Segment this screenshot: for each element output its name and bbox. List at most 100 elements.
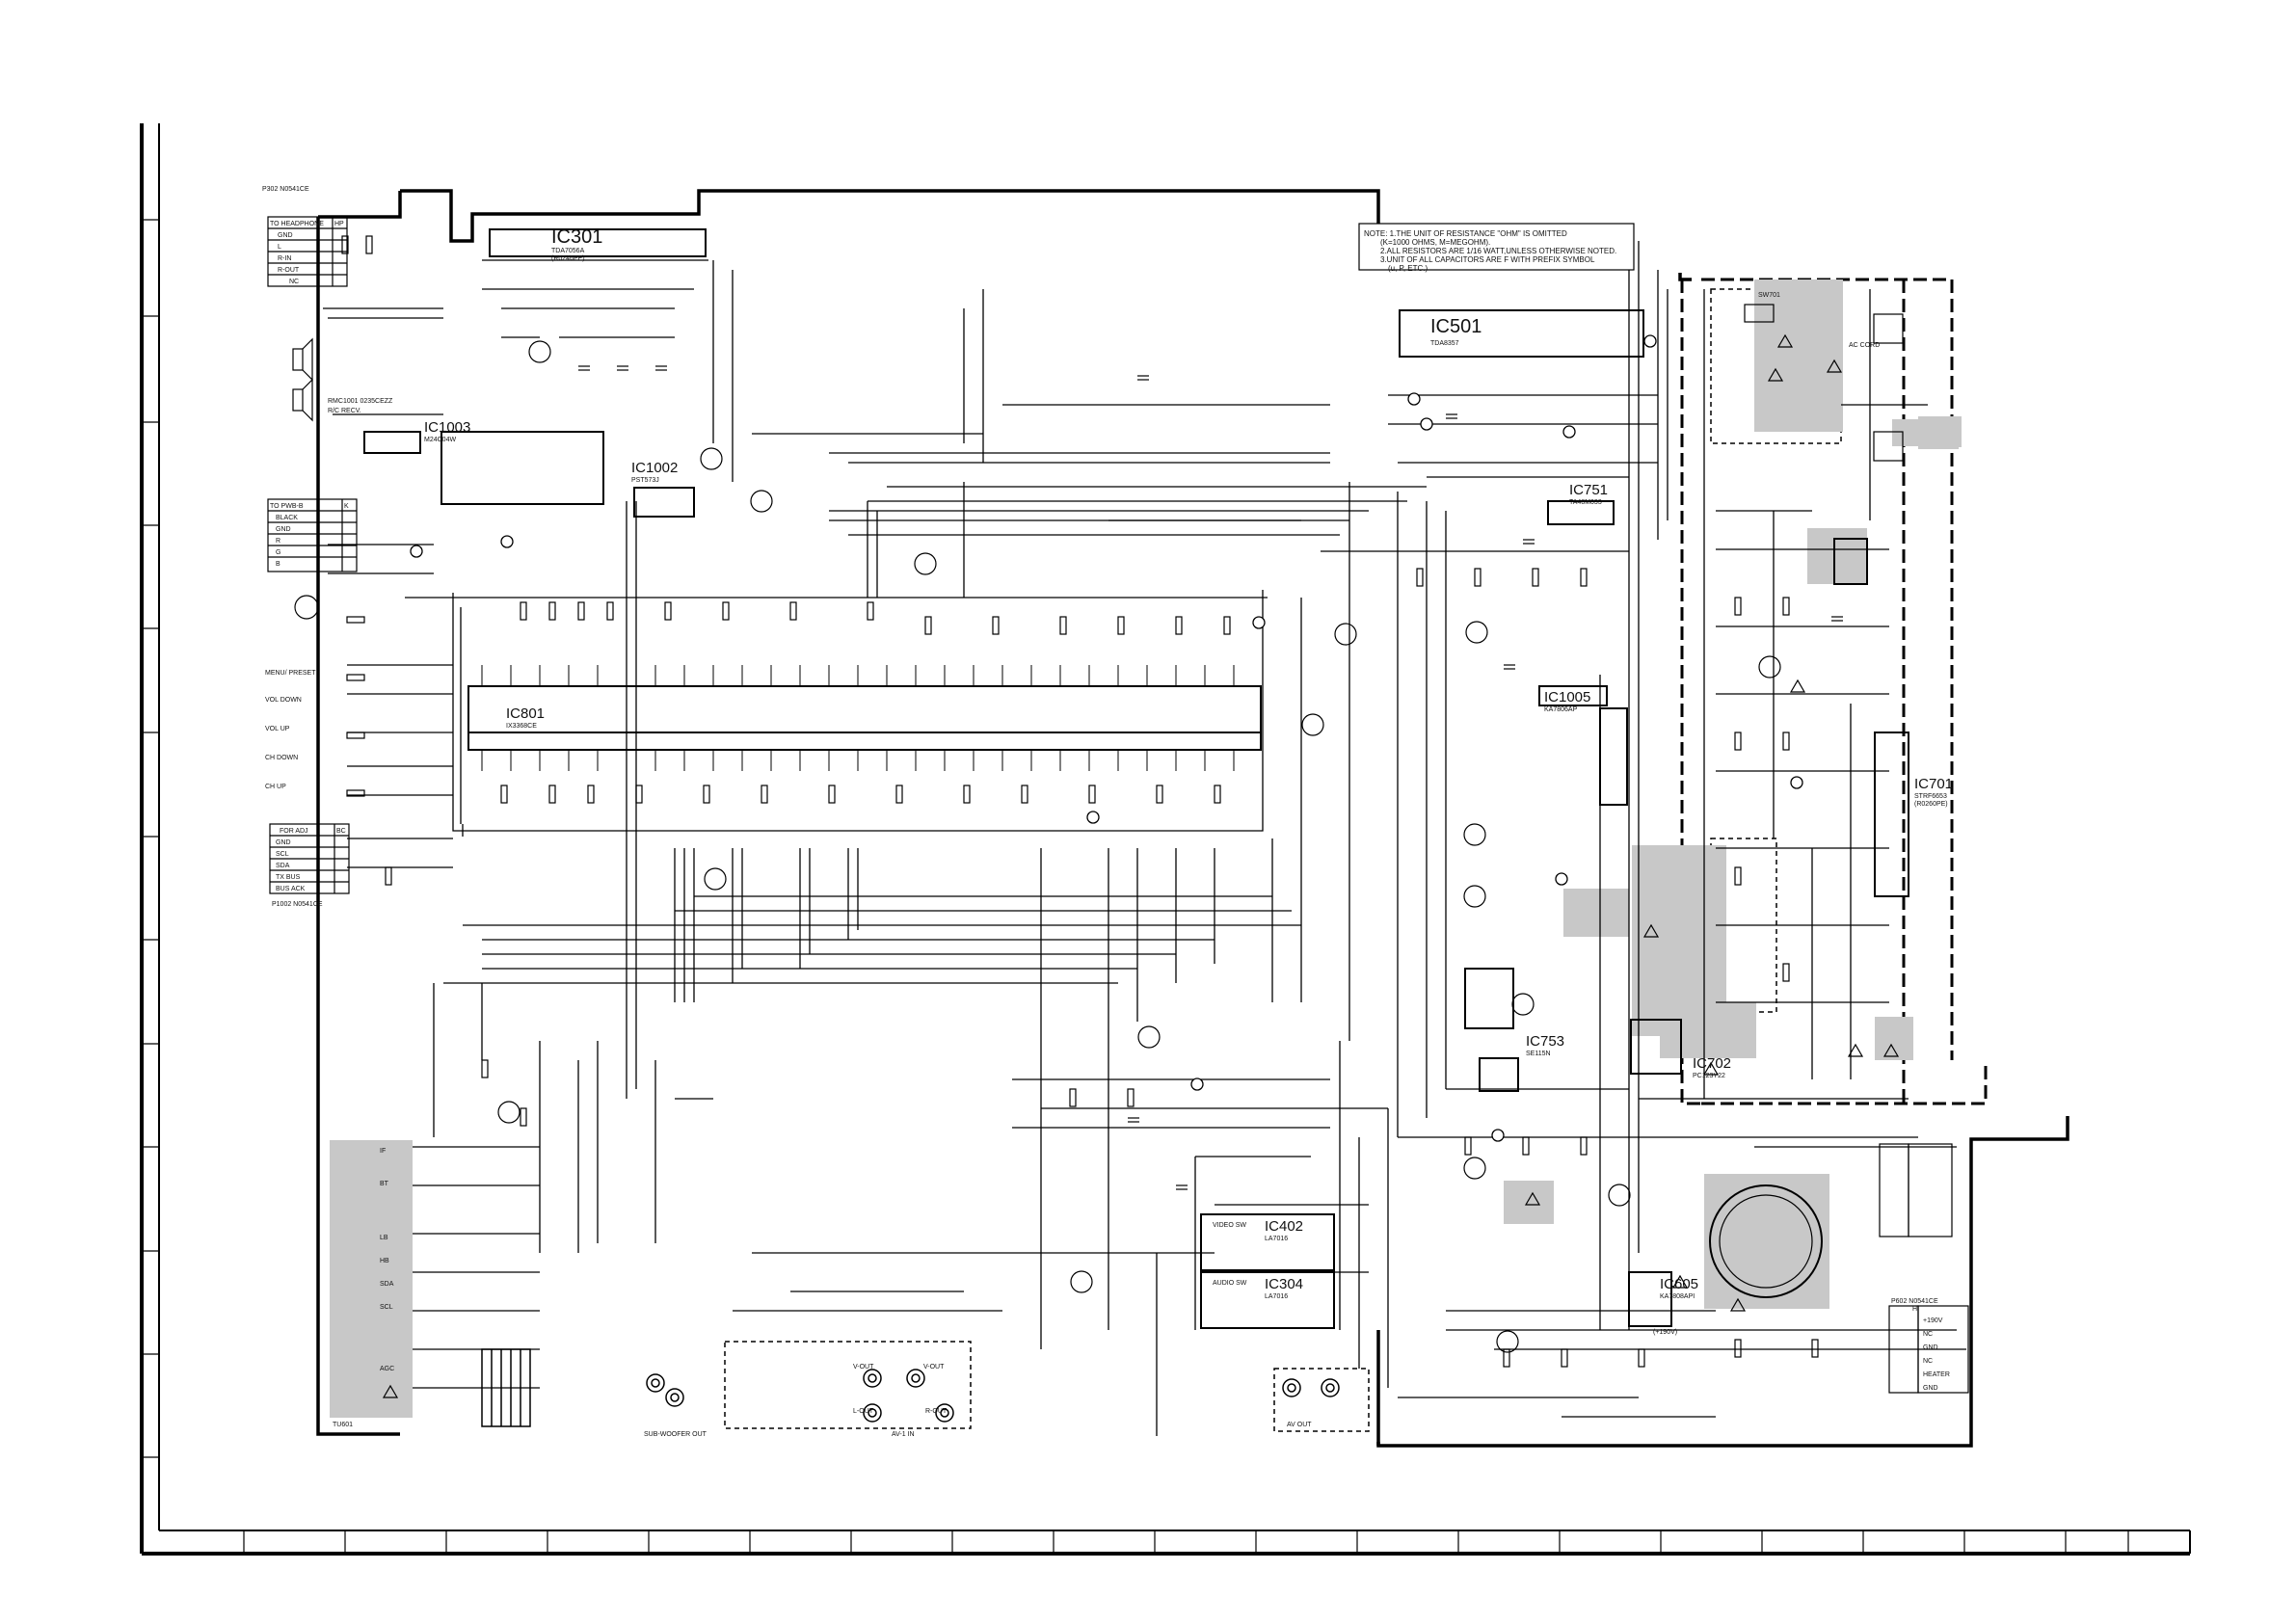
caution-symbols — [382, 333, 1900, 1398]
key-3: VOL UP — [265, 726, 290, 732]
pwb-pin-5: B — [276, 561, 280, 568]
ic402-part: LA7016 — [1265, 1236, 1288, 1242]
sw701-label: SW701 — [1758, 292, 1780, 299]
adj-pin-3: SDA — [276, 863, 290, 869]
ic301-name: IC301 — [551, 226, 602, 248]
pwb-title: TO PWB-B — [270, 503, 304, 510]
p602-label: P602 N0541CE — [1891, 1298, 1938, 1305]
hp-pin-4: R-OUT — [278, 267, 300, 274]
tuner-label: TU601 — [333, 1422, 353, 1428]
ic304-sub: AUDIO SW — [1213, 1280, 1247, 1287]
note-block: NOTE: 1.THE UNIT OF RESISTANCE "OHM" IS … — [1358, 223, 1635, 273]
ic702-part: PC123Y22 — [1693, 1073, 1725, 1079]
left-connectors — [267, 216, 1969, 1394]
p1002-label: P1002 N0541CE — [272, 901, 323, 908]
subwoofer-label: SUB-WOOFER OUT — [644, 1431, 707, 1438]
av-in-label: AV-1 IN — [892, 1431, 915, 1438]
ic402-name: IC402 — [1265, 1218, 1303, 1235]
heater-pin-3: GND — [1923, 1344, 1938, 1351]
note-line-1b: (K=1000 OHMS, M=MEGOHM). — [1380, 238, 1490, 247]
ic1005-name: IC1005 — [1544, 689, 1590, 705]
rmc-label: RMC1001 0235CEZZ — [328, 398, 393, 405]
ic751-name: IC751 — [1569, 482, 1608, 498]
ic605-name: IC605 — [1660, 1276, 1698, 1292]
pwb-pin-1: BLACK — [276, 515, 298, 521]
hp-pin-2: L — [278, 244, 281, 251]
headphone-title: TO HEADPHONE — [270, 221, 324, 227]
ic701-part: STRF6653 — [1914, 793, 1947, 800]
safety-areas — [330, 279, 1962, 1418]
adj-title: FOR ADJ — [280, 828, 308, 835]
hp-pin-1: GND — [278, 232, 293, 239]
note-line-2: 2.ALL RESISTORS ARE 1/16 WATT,UNLESS OTH… — [1380, 247, 1616, 255]
l-out-label: L-OUT — [853, 1408, 874, 1415]
heater-pin-6: GND — [1923, 1385, 1938, 1392]
ic501-part: TDA8357 — [1430, 340, 1459, 347]
ic1005-part: KA7806AP — [1544, 706, 1578, 713]
tuner-pin-agc: AGC — [380, 1366, 394, 1372]
components — [341, 235, 1843, 1368]
ic-bodies — [441, 228, 1909, 1329]
v-out-label-2: V-OUT — [923, 1364, 945, 1370]
heater-pin-2: NC — [1923, 1331, 1933, 1338]
av-out-label: AV OUT — [1287, 1422, 1312, 1428]
ic801-pins-top — [481, 665, 1235, 686]
ic701-code: (R0260PE) — [1914, 801, 1948, 808]
pwb-pin-4: G — [276, 549, 280, 556]
wiring — [323, 241, 1966, 1436]
ic801-part: IX3368CE — [506, 723, 537, 730]
ic501-name: IC501 — [1430, 316, 1482, 337]
hp-pin-3: R-IN — [278, 255, 291, 262]
ic402-sub: VIDEO SW — [1213, 1222, 1246, 1229]
pwb-tag: K — [344, 503, 349, 510]
hp-pin-5: NC — [289, 279, 299, 285]
heater-pin-5: HEATER — [1923, 1371, 1950, 1378]
r-out-label: R-OUT — [925, 1408, 948, 1415]
tuner-pin-sda: SDA — [380, 1281, 394, 1288]
tuner-pin-lb: LB — [380, 1235, 388, 1241]
ic304-name: IC304 — [1265, 1276, 1303, 1292]
ic1002-name: IC1002 — [631, 460, 678, 476]
v-out-label: V-OUT — [853, 1364, 874, 1370]
rca-jacks — [481, 1348, 1340, 1427]
ic1003-part: M24C04W — [424, 437, 456, 443]
tuner-pin-if: IF — [380, 1148, 386, 1155]
rmc-sub: R/C RECV. — [328, 408, 361, 414]
pwb-pin-3: R — [276, 538, 280, 545]
ic1002-part: PST573J — [631, 477, 659, 484]
adj-pin-4: TX BUS — [276, 874, 301, 881]
headphone-tag: HP — [334, 221, 344, 227]
note-line-1: NOTE: 1.THE UNIT OF RESISTANCE "OHM" IS … — [1364, 229, 1567, 238]
hv-label: (+190V) — [1653, 1329, 1677, 1336]
heater-pin-4: NC — [1923, 1358, 1933, 1365]
key-5: CH UP — [265, 784, 286, 790]
ac-cord-label: AC CORD — [1849, 342, 1880, 349]
p302-label: P302 N0541CE — [262, 186, 309, 193]
tuner-pin-bt: BT — [380, 1181, 389, 1187]
key-1: MENU/ PRESET — [265, 670, 316, 677]
ic753-part: SE115N — [1526, 1051, 1551, 1057]
adj-tag: BC — [336, 828, 346, 835]
note-line-3b: (u, P, ETC.) — [1388, 264, 1428, 273]
page-frame — [140, 123, 2191, 1556]
ic605-part: KA7808API — [1660, 1293, 1695, 1300]
adj-pin-2: SCL — [276, 851, 289, 858]
ic1003-name: IC1003 — [424, 419, 470, 436]
heater-tag: H — [1912, 1306, 1917, 1313]
ic701-name: IC701 — [1914, 776, 1953, 792]
adj-pin-1: GND — [276, 839, 291, 846]
pwb-pin-2: GND — [276, 526, 291, 533]
connector-labels: P302 N0541CE TO HEADPHONE HP GND L R-IN … — [262, 186, 1950, 1392]
ic-labels: IC301 TDA7056A (R0246PE) IC501 TDA8357 I… — [424, 226, 1953, 1300]
misc-labels: RMC1001 0235CEZZ R/C RECV. MENU/ PRESET … — [265, 292, 1880, 1438]
key-4: CH DOWN — [265, 755, 298, 761]
ic304-part: LA7016 — [1265, 1293, 1288, 1300]
tuner-pin-hb: HB — [380, 1258, 389, 1264]
note-line-3: 3.UNIT OF ALL CAPACITORS ARE F WITH PREF… — [1380, 255, 1595, 264]
ic753-name: IC753 — [1526, 1033, 1564, 1050]
ic801-pins-bottom — [481, 750, 1235, 771]
tuner-pin-scl: SCL — [380, 1304, 393, 1311]
key-2: VOL DOWN — [265, 697, 302, 704]
adj-pin-5: BUS ACK — [276, 886, 306, 892]
